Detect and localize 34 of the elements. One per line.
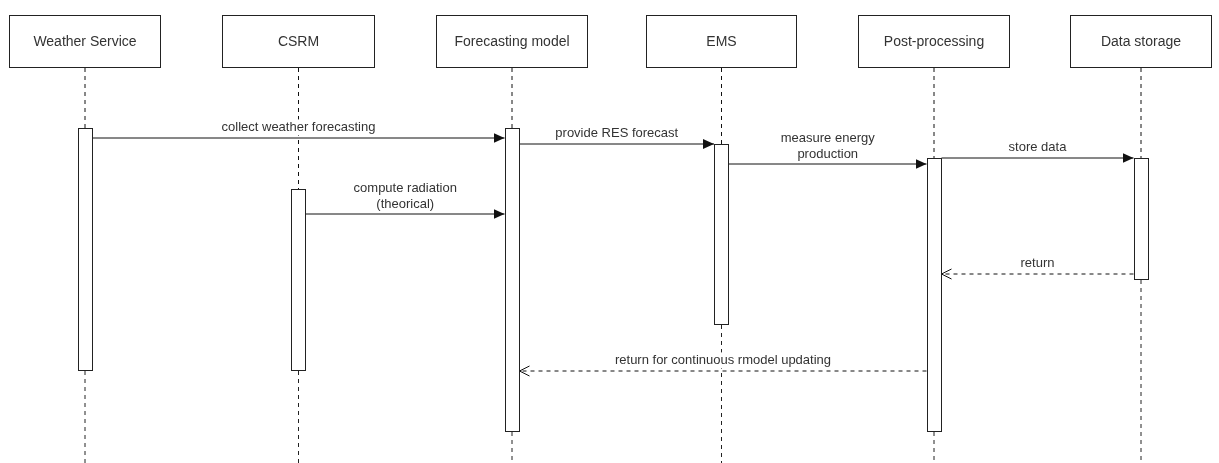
- activation-bar: [77, 128, 93, 371]
- lifeline: [933, 67, 935, 159]
- participant-box: [9, 15, 161, 68]
- return-arrow: [519, 365, 927, 377]
- activation-bar: [1133, 158, 1149, 280]
- message-arrow: [941, 153, 1134, 163]
- message-arrow: [92, 133, 505, 143]
- participant-name: Post-processing: [883, 32, 985, 51]
- participant-box: [436, 15, 588, 68]
- participant-name: Forecasting model: [454, 32, 570, 51]
- edge-label: return for continuous rmodel updating: [612, 352, 834, 368]
- activation-bar: [714, 144, 729, 325]
- message-arrow: [519, 139, 715, 149]
- participant-box: [222, 15, 375, 68]
- activation-bar: [291, 189, 306, 371]
- message-arrow: [728, 159, 927, 169]
- participant-box: [1070, 15, 1212, 68]
- activation-bar: [504, 128, 520, 432]
- lifeline: [84, 67, 86, 129]
- edge-label: collect weather forecasting: [219, 119, 378, 135]
- participant-name: EMS: [706, 32, 737, 51]
- participant-name: Data storage: [1100, 32, 1182, 51]
- participant-box: [858, 15, 1010, 68]
- activation-bar: [926, 158, 942, 432]
- participant-name: CSRM: [277, 32, 320, 51]
- lifeline: [298, 67, 299, 190]
- lifeline: [511, 67, 513, 129]
- participant-box: [646, 15, 797, 68]
- edge-label: provide RES forecast: [553, 125, 681, 141]
- message-arrow: [305, 209, 505, 219]
- lifeline: [1140, 67, 1142, 159]
- return-arrow: [941, 268, 1134, 280]
- participant-name: Weather Service: [33, 32, 137, 51]
- lifeline: [721, 67, 722, 145]
